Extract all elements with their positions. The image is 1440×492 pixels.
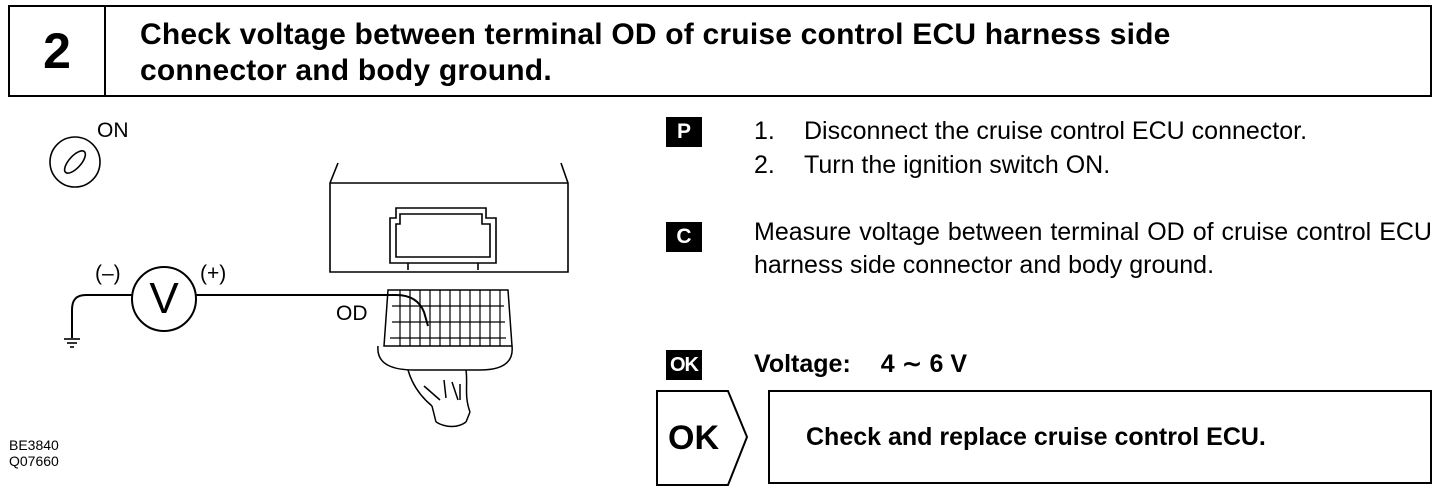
- preparation-steps: 1. Disconnect the cruise control ECU con…: [754, 114, 1307, 182]
- ignition-on-label: ON: [97, 119, 129, 142]
- check-badge: C: [666, 222, 702, 252]
- voltage-spec-label: Voltage:: [754, 350, 851, 378]
- step-index: 1.: [754, 117, 775, 145]
- wiring-diagram: ON V (–) (+) OD BE3840 Q07660: [0, 100, 640, 492]
- check-instruction: Measure voltage between terminal OD of c…: [754, 218, 1432, 279]
- ecu-connector-icon: [377, 289, 513, 428]
- step-title: Check voltage between terminal OD of cru…: [106, 7, 1430, 95]
- figure-codes: BE3840 Q07660: [9, 437, 59, 469]
- step-index: 2.: [754, 151, 775, 179]
- list-item: 2. Turn the ignition switch ON.: [754, 148, 1307, 182]
- figure-code: Q07660: [9, 453, 59, 469]
- voltage-spec: Voltage: 4 ∼ 6 V: [754, 348, 967, 380]
- step-number: 2: [10, 7, 106, 95]
- ecu-body: [329, 162, 569, 273]
- wiring-diagram-drawing: [49, 136, 569, 428]
- positive-probe-label: (+): [200, 262, 227, 285]
- figure-code: BE3840: [9, 437, 59, 453]
- list-item: 1. Disconnect the cruise control ECU con…: [754, 114, 1307, 148]
- terminal-od-label: OD: [336, 302, 368, 325]
- voltage-spec-value: 4 ∼ 6 V: [880, 350, 968, 378]
- voltmeter-symbol: V: [149, 274, 179, 323]
- voltmeter-icon: [131, 266, 197, 332]
- step-title-line-2: connector and body ground.: [140, 54, 552, 87]
- test-leads: [71, 294, 429, 338]
- ok-result-label: OK: [668, 419, 719, 457]
- ground-symbol-icon: [64, 338, 80, 348]
- ok-arrow-icon: [656, 390, 749, 486]
- ok-spec-badge: OK: [666, 350, 702, 380]
- step-text: Disconnect the cruise control ECU connec…: [804, 117, 1308, 145]
- step-text: Turn the ignition switch ON.: [804, 151, 1111, 179]
- result-action-text: Check and replace cruise control ECU.: [806, 422, 1266, 451]
- negative-probe-label: (–): [95, 262, 121, 285]
- result-action-box: Check and replace cruise control ECU.: [768, 390, 1432, 484]
- step-header: 2 Check voltage between terminal OD of c…: [8, 5, 1432, 97]
- ignition-switch-icon: [49, 136, 101, 188]
- preparation-badge: P: [666, 117, 702, 147]
- step-title-line-1: Check voltage between terminal OD of cru…: [140, 18, 1171, 51]
